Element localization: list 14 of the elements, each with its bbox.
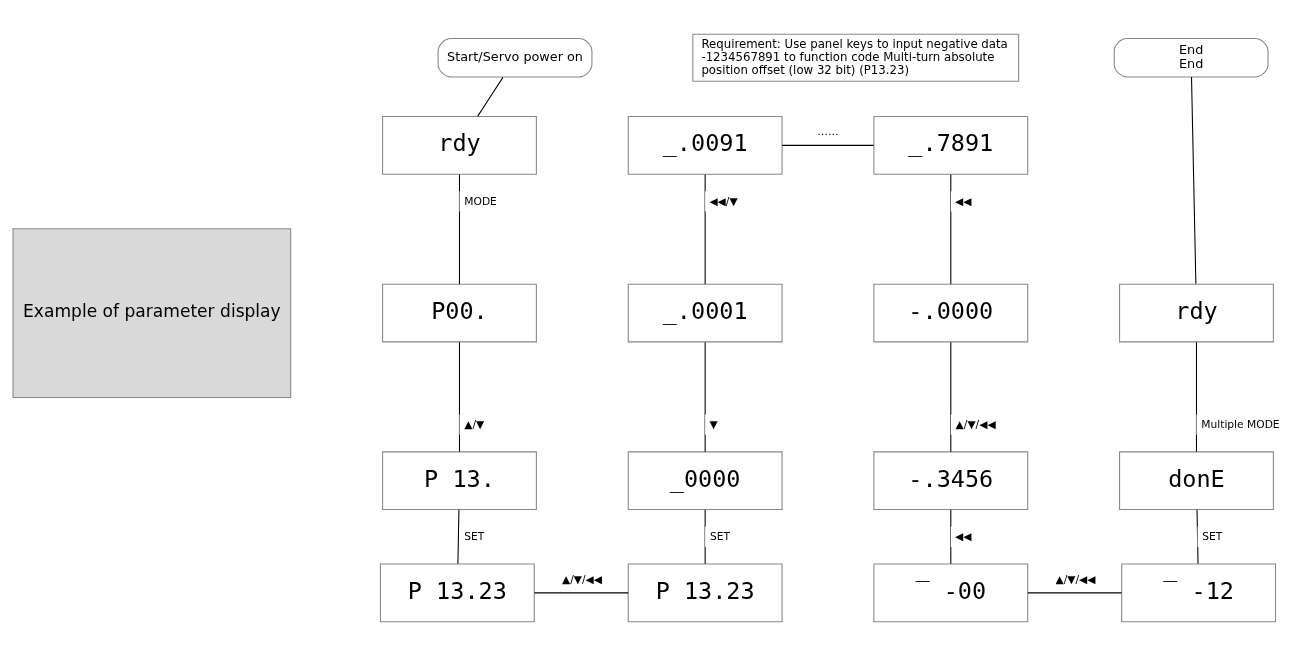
- edge-label: ◀◀/▼: [709, 194, 738, 208]
- edge-label: ▲/▼/◀◀: [955, 417, 996, 431]
- edge-label: ▼: [709, 417, 718, 431]
- edge-label: ……: [817, 124, 839, 138]
- edge-label: Multiple MODE: [1201, 417, 1280, 431]
- edge-label: SET: [464, 529, 485, 543]
- edge-label: ▲/▼: [464, 417, 485, 431]
- edge-label: SET: [709, 529, 730, 543]
- edge-label: ▲/▼/◀◀: [1055, 572, 1096, 586]
- edge-label: SET: [1202, 529, 1223, 543]
- edge-label: MODE: [464, 194, 497, 208]
- edge-label: ◀◀: [955, 194, 972, 208]
- edge-label: ◀◀: [955, 529, 972, 543]
- edge-label: ▲/▼/◀◀: [562, 572, 603, 586]
